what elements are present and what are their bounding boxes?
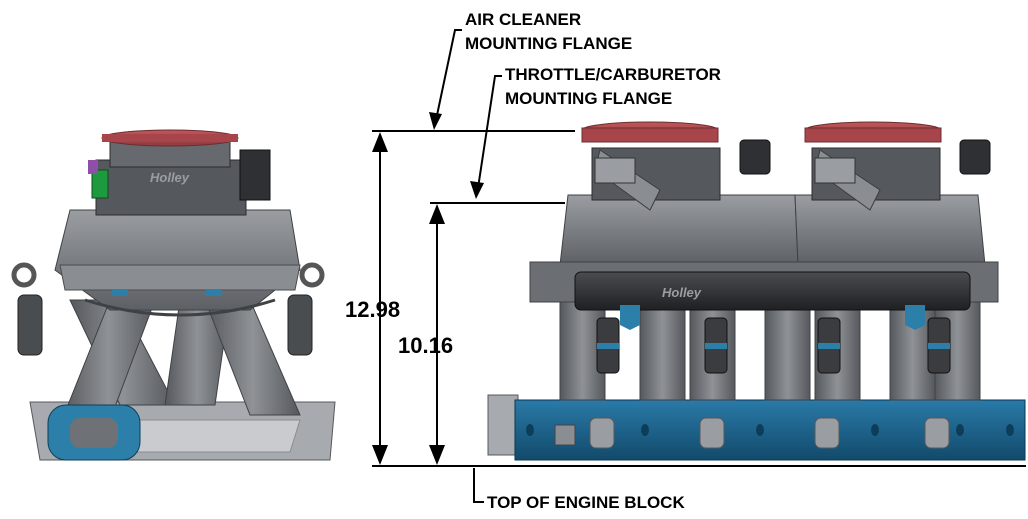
air-cleaner-label-line1: AIR CLEANER: [465, 10, 581, 29]
air-cleaner-leader-arrowhead: [429, 112, 442, 130]
throttle-label-line2: MOUNTING FLANGE: [505, 89, 672, 108]
air-cleaner-label-line2: MOUNTING FLANGE: [465, 34, 632, 53]
air-cleaner-leader: [435, 29, 462, 121]
overall-height-arrowhead-top: [372, 132, 388, 152]
manifold-end-view: Holley: [11, 129, 336, 461]
dimension-lines: [372, 29, 1026, 503]
overall-height-value: 12.98: [345, 297, 400, 322]
throttle-label-line1: THROTTLE/CARBURETOR: [505, 65, 721, 84]
overall-height-arrowhead-bottom: [372, 445, 388, 465]
engine-block-leader: [473, 468, 484, 503]
end-view-logo: Holley: [150, 170, 190, 185]
throttle-leader: [477, 75, 502, 189]
flange-height-arrowhead-top: [429, 204, 445, 224]
manifold-front-view: Holley: [487, 121, 1026, 461]
front-view-logo: Holley: [662, 285, 702, 300]
throttle-leader-arrowhead: [470, 181, 484, 199]
engine-block-label: TOP OF ENGINE BLOCK: [487, 493, 685, 512]
flange-height-value: 10.16: [398, 333, 453, 358]
flange-height-arrowhead-bottom: [429, 445, 445, 465]
